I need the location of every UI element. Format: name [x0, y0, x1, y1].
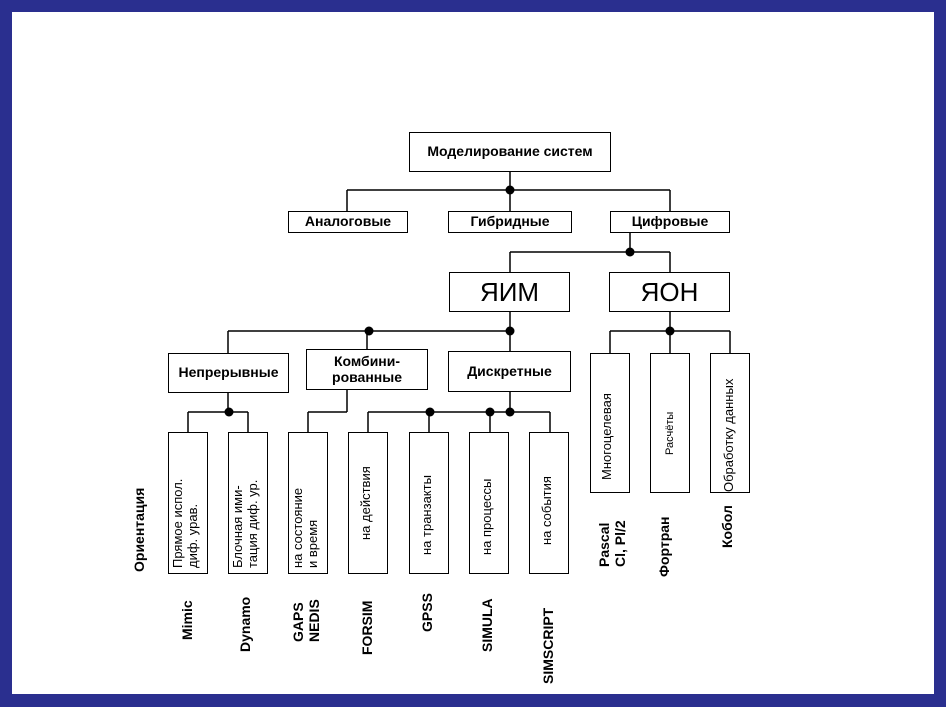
lang-fortran: Фортран — [656, 516, 672, 577]
node-state-time — [288, 432, 328, 574]
node-label: Гибридные — [470, 213, 550, 230]
node-continuous: Непрерывные — [168, 353, 289, 393]
node-label: на состояние и время — [290, 487, 320, 568]
node-label: Моделирование систем — [427, 143, 593, 160]
node-label: Многоцелевая — [599, 393, 614, 480]
node-label: на действия — [358, 466, 373, 540]
node-direct-diff-eq — [168, 432, 208, 574]
node-label: Прямое испол. диф. урав. — [170, 478, 200, 568]
lang-simula: SIMULA — [479, 598, 495, 652]
node-label: ЯИМ — [479, 276, 540, 307]
node-combined: Комбини- рованные — [306, 349, 428, 390]
lang-pascal: Pascal Cl, Pl/2 — [596, 520, 628, 567]
node-processes — [469, 432, 509, 574]
node-label: Дискретные — [467, 362, 552, 379]
node-digital: Цифровые — [610, 211, 730, 233]
node-label: Аналоговые — [304, 213, 392, 230]
lang-mimic: Mimic — [179, 600, 195, 640]
lang-gaps-nedis: GAPS NEDIS — [290, 599, 322, 642]
node-modeling-systems: Моделирование систем — [409, 132, 611, 172]
node-label: Блочная ими- тация диф. ур. — [230, 479, 260, 568]
orientation-label: Ориентация — [131, 487, 147, 572]
node-label: Расчёты — [664, 411, 676, 455]
node-calculations — [650, 353, 690, 493]
lang-dynamo: Dynamo — [237, 596, 253, 652]
node-events — [529, 432, 569, 574]
lang-cobol: Кобол — [719, 505, 735, 548]
node-data-processing — [710, 353, 750, 493]
node-label: на транзакты — [419, 475, 434, 555]
node-analog: Аналоговые — [288, 211, 408, 233]
node-discrete: Дискретные — [448, 351, 571, 392]
node-yim: ЯИМ — [449, 272, 570, 312]
node-label: ЯОН — [640, 276, 699, 307]
node-label: на процессы — [479, 478, 494, 555]
node-actions — [348, 432, 388, 574]
lang-gpss: GPSS — [419, 593, 435, 632]
node-block-imitation — [228, 432, 268, 574]
lang-simscript: SIMSCRIPT — [540, 607, 556, 684]
lang-forsim: FORSIM — [359, 600, 375, 655]
node-transacts — [409, 432, 449, 574]
node-label: Обработку данных — [721, 378, 736, 492]
node-yon: ЯОН — [609, 272, 730, 312]
node-label: Цифровые — [631, 213, 709, 230]
node-label: Непрерывные — [178, 364, 279, 381]
node-multipurpose — [590, 353, 630, 493]
node-label: Комбини- рованные — [332, 353, 402, 385]
node-label: на события — [539, 476, 554, 545]
node-hybrid: Гибридные — [448, 211, 572, 233]
